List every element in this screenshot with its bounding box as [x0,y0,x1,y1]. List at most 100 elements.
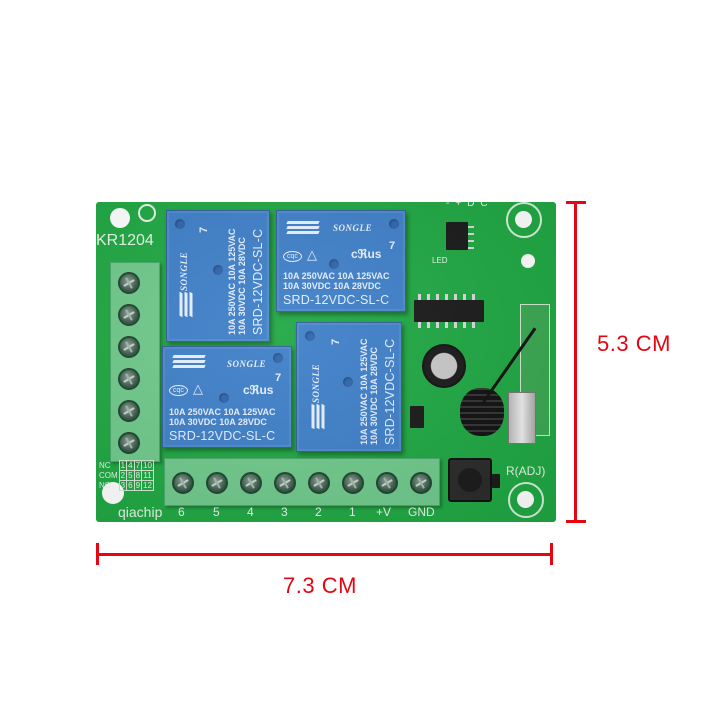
width-measure-cap-right [550,543,553,565]
terminal-screw-gnd[interactable] [410,472,432,494]
row-label: COM [99,471,118,480]
terminal-label-5: 5 [213,505,220,519]
button-cap[interactable] [458,468,482,492]
crystal-oscillator [508,392,536,444]
relay-3: SONGLE cqc △ cℜus 7 10A 250VAC 10A 125VA… [162,346,292,448]
relay-rating-2: 10A 30VDC 10A 28VDC [237,237,247,335]
relay-brand: SONGLE [179,251,189,291]
songle-logo-icon [179,291,195,318]
songle-logo-icon [286,221,320,236]
table-cell: 4 [126,460,135,471]
adjust-resistor[interactable] [492,474,500,488]
relay-board: KR1204 SONGLE SRD-12VDC-SL-C 10A 250VAC … [96,202,556,522]
electrolytic-capacitor [422,344,466,388]
relay-rating-1: 10A 250VAC 10A 125VAC [283,271,390,281]
terminal-screw-12[interactable] [118,272,140,294]
ic-pins [468,233,474,235]
relay-mark-7: 7 [330,338,342,345]
terminal-screw-10[interactable] [118,336,140,358]
table-cell: 11 [141,470,154,481]
ic-pins [468,226,474,228]
diode [410,406,424,428]
relay-brand: SONGLE [227,359,267,369]
learn-button[interactable] [448,458,492,502]
relay-brand: SONGLE [333,223,373,233]
terminal-screw-4[interactable] [240,472,262,494]
terminal-screw-vplus[interactable] [376,472,398,494]
ic-pins [468,240,474,242]
table-cell: 10 [141,460,154,471]
table-row: NC 1 4 7 10 [98,460,154,471]
mounting-hole-right [521,254,535,268]
height-label: 5.3 CM [597,331,671,356]
relay-mark-dot [329,259,339,269]
songle-logo-icon [311,403,327,430]
terminal-screw-8[interactable] [118,400,140,422]
terminal-screw-2[interactable] [308,472,330,494]
cqc-cert-icon: cqc [169,385,188,396]
cqc-cert-icon: cqc [283,251,302,262]
table-cell: 1 [118,460,128,471]
terminal-label-4: 4 [247,505,254,519]
maker-mark: qiachip [118,504,163,520]
height-measure-cap-top [566,201,586,204]
terminal-screw-7[interactable] [118,432,140,454]
table-cell: 12 [141,480,154,491]
ul-cert-icon: cℜus [351,247,382,261]
relay-model: SRD-12VDC-SL-C [383,338,397,445]
adjust-label: R(ADJ) [506,464,546,478]
terminal-label-vplus: +V [376,505,392,519]
left-terminal-block [110,262,160,462]
relay-2: SONGLE cqc △ cℜus 7 10A 250VAC 10A 125VA… [276,210,406,312]
terminal-label-3: 3 [281,505,288,519]
pin-label-plus: + [455,202,468,209]
relay-rating-2: 10A 30VDC 10A 28VDC [169,417,267,427]
relay-model: SRD-12VDC-SL-C [169,429,276,443]
board-label: KR1204 [96,232,154,249]
mounting-ring-bottom-right [508,482,544,518]
terminal-screw-5[interactable] [206,472,228,494]
terminal-label-1: 1 [349,505,356,519]
pin-label-d: D [467,202,481,209]
height-measure-cap-bottom [566,520,586,523]
width-measure-cap-left [96,543,99,565]
row-label: NC [99,461,111,470]
pin-label-minus: - [446,202,456,209]
warning-triangle-icon: △ [307,247,317,262]
relay-model: SRD-12VDC-SL-C [251,228,265,335]
relay-rating-1: 10A 250VAC 10A 125VAC [359,338,369,445]
mounting-hole-bottom-left [102,482,124,504]
relay-mark-dot [273,353,283,363]
table-cell: 9 [133,480,143,491]
ul-cert-icon: cℜus [243,383,274,397]
row-label: NO [99,481,111,490]
ic-pins [468,247,474,249]
relay-mark-7: 7 [389,240,396,252]
mounting-hole-top-left [110,208,130,228]
relay-brand: SONGLE [311,363,321,403]
relay-rating-2: 10A 30VDC 10A 28VDC [283,281,381,291]
terminal-label-2: 2 [315,505,322,519]
height-measure-line [574,202,577,522]
decoder-ic-small [446,222,468,250]
terminal-label-6: 6 [178,505,185,519]
relay-mark-7: 7 [198,226,210,233]
relay-rating-1: 10A 250VAC 10A 125VAC [169,407,276,417]
relay-mark-dot [219,393,229,403]
relay-1: SONGLE SRD-12VDC-SL-C 10A 250VAC 10A 125… [166,210,270,342]
relay-4: SONGLE SRD-12VDC-SL-C 10A 250VAC 10A 125… [296,322,402,452]
table-cell: 6 [126,480,135,491]
mounting-ring-top-right [506,202,542,238]
terminal-screw-11[interactable] [118,304,140,326]
terminal-screw-6[interactable] [172,472,194,494]
table-row: COM 2 5 8 11 [98,470,154,481]
songle-logo-icon [172,355,206,370]
main-ic [414,300,484,322]
relay-rating-2: 10A 30VDC 10A 28VDC [369,347,379,445]
pin-mapping-table: NC 1 4 7 10 COM 2 5 8 11 NO 3 6 9 12 [98,460,154,491]
mounting-hole-bottom-right [517,491,534,508]
terminal-screw-3[interactable] [274,472,296,494]
terminal-screw-9[interactable] [118,368,140,390]
relay-rating-1: 10A 250VAC 10A 125VAC [227,228,237,335]
terminal-screw-1[interactable] [342,472,364,494]
